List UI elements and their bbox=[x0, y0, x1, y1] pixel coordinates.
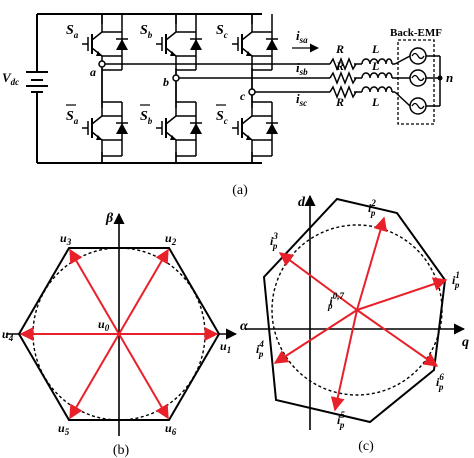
vector-u3 bbox=[69, 248, 120, 335]
vector-label-u5: u5 bbox=[58, 421, 70, 437]
caption-c: (c) bbox=[358, 439, 374, 454]
current-label-sc: isc bbox=[296, 91, 307, 108]
switch-label-lower-b: Sb bbox=[140, 104, 153, 126]
vector-ip6 bbox=[356, 309, 439, 367]
vector-ip2 bbox=[356, 216, 388, 311]
switch-label-lower-c: Sc bbox=[216, 104, 228, 126]
vector-ip1 bbox=[356, 277, 448, 311]
vector-u6 bbox=[118, 333, 169, 420]
inductor-a bbox=[361, 58, 393, 66]
vector-label-u4: u4 bbox=[2, 327, 14, 343]
dc-voltage-label: Vdc bbox=[2, 70, 19, 87]
vector-label-u1: u1 bbox=[220, 339, 231, 355]
vector-u5 bbox=[69, 333, 120, 420]
hexagon-vectors bbox=[19, 248, 219, 420]
current-label-sb: isb bbox=[296, 60, 308, 77]
inscribed-circle-c bbox=[271, 224, 443, 396]
alpha-label: α bbox=[240, 319, 248, 334]
inductor-label-a: L bbox=[371, 42, 379, 56]
inductor-label-c: L bbox=[371, 95, 379, 109]
vector-label-u2: u2 bbox=[165, 231, 177, 247]
resistor-label-c: R bbox=[335, 95, 344, 109]
back-emf-label: Back-EMF bbox=[390, 27, 442, 39]
node-label-c: c bbox=[240, 89, 246, 103]
d-axis-label: d bbox=[298, 195, 306, 210]
switch-label-upper-a: Sa bbox=[66, 23, 79, 40]
node-label-a: a bbox=[90, 65, 96, 79]
heptagon-boundary bbox=[262, 197, 447, 424]
switch-label-upper-c: Sc bbox=[216, 23, 228, 40]
back-emf-box bbox=[397, 39, 435, 125]
switch-label-lower-a: Sa bbox=[66, 104, 79, 126]
origin-label-u0: u0 bbox=[98, 317, 110, 333]
vector-ip3 bbox=[278, 252, 358, 311]
inductor-c bbox=[361, 86, 393, 94]
switch-label-upper-b: Sb bbox=[140, 23, 153, 40]
neutral-label: n bbox=[446, 70, 453, 85]
neutral-node bbox=[437, 75, 443, 81]
node-label-b: b bbox=[163, 75, 169, 89]
vector-label-u3: u3 bbox=[60, 231, 72, 247]
beta-label: β bbox=[105, 211, 114, 226]
heptagon-vectors bbox=[273, 216, 448, 412]
svg-text:Sb: Sb bbox=[140, 109, 153, 126]
inverter-circuit: Vdc bbox=[2, 13, 453, 164]
emf-source-b bbox=[409, 69, 427, 87]
caption-a: (a) bbox=[232, 183, 248, 198]
current-label-sa: isa bbox=[296, 28, 308, 45]
caption-b: (b) bbox=[113, 443, 130, 458]
svg-text:Sc: Sc bbox=[216, 109, 228, 126]
vector-ip5 bbox=[330, 309, 358, 412]
hexagon-diagram: α β u0 u1 u2 u3 u4 u5 u6 bbox=[2, 211, 248, 437]
emf-source-a bbox=[409, 47, 427, 65]
vector-label-u6: u6 bbox=[165, 421, 177, 437]
dc-source-symbol bbox=[26, 71, 48, 93]
resistor-label-a: R bbox=[335, 42, 344, 56]
inductor-label-b: L bbox=[371, 59, 379, 73]
emf-source-c bbox=[409, 97, 427, 115]
svg-text:Sa: Sa bbox=[66, 109, 79, 126]
vector-u2 bbox=[118, 248, 169, 335]
resistor-b bbox=[329, 70, 357, 86]
q-axis-label: q bbox=[462, 335, 469, 350]
hexagon-boundary bbox=[17, 247, 221, 421]
inductor-b bbox=[361, 72, 393, 80]
resistor-c bbox=[329, 84, 357, 100]
resistor-a bbox=[329, 56, 357, 72]
vector-ip4 bbox=[273, 309, 358, 364]
resistor-label-b: R bbox=[335, 59, 344, 73]
